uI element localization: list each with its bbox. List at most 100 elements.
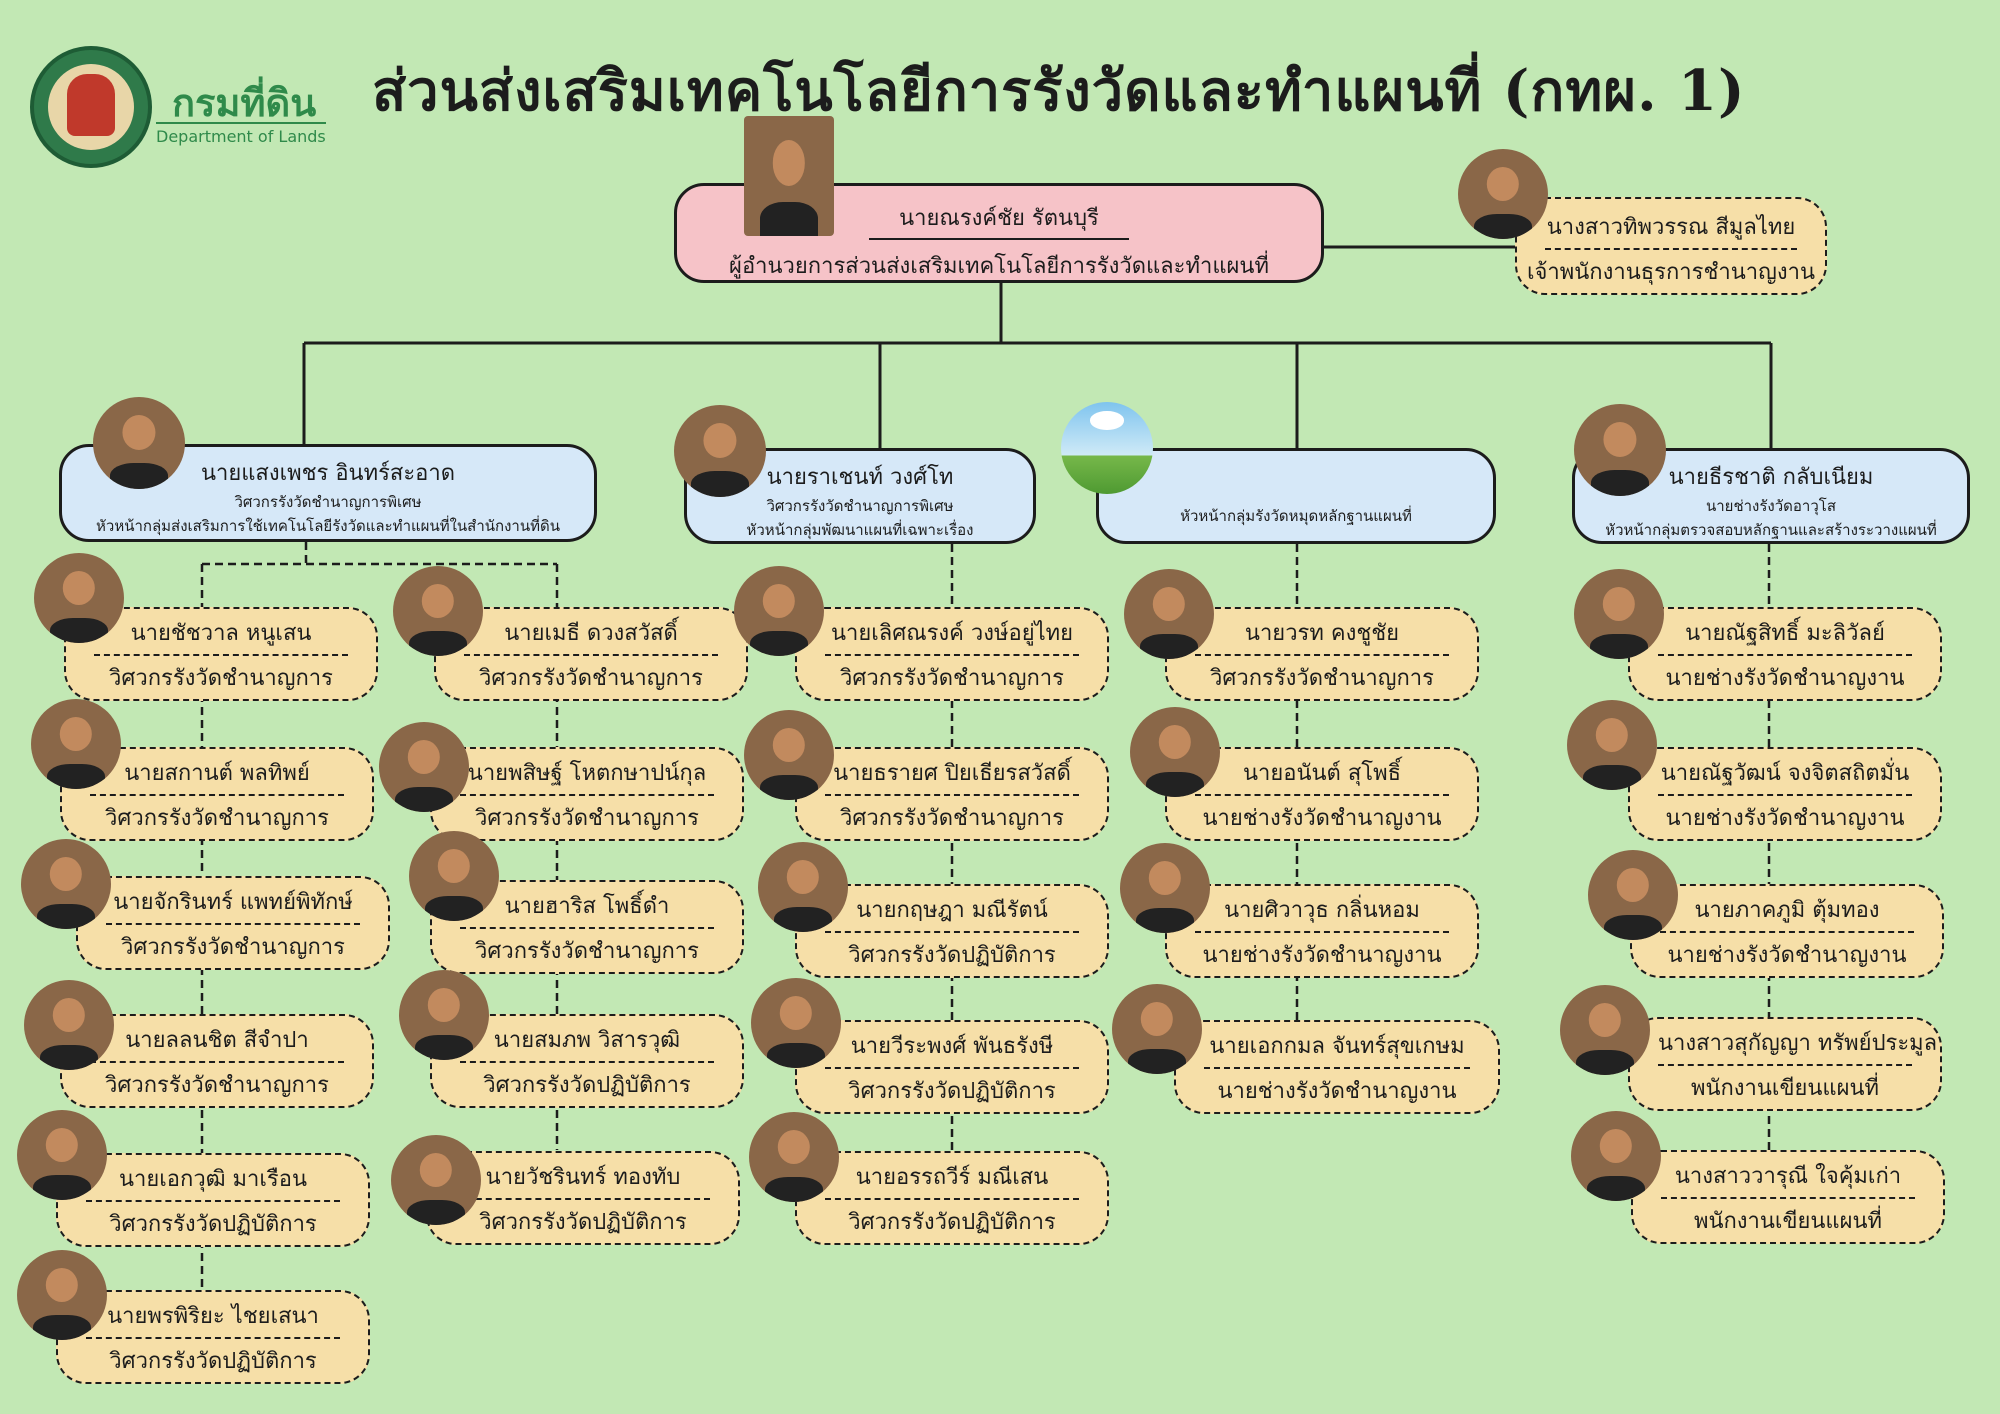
staff-name: นายเมธี ดวงสวัสดิ์ bbox=[464, 615, 718, 656]
group-head-photo bbox=[93, 397, 185, 489]
staff-name: นายธรายศ ปิยเธียรสวัสดิ์ bbox=[825, 755, 1079, 796]
staff-position: วิศวกรรังวัดปฏิบัติการ bbox=[109, 1349, 317, 1374]
staff-position: วิศวกรรังวัดปฏิบัติการ bbox=[848, 943, 1056, 968]
staff-name: นายภาคภูมิ ตุ้มทอง bbox=[1660, 892, 1914, 933]
staff-box: นายพรพิริยะ ไชยเสนา วิศวกรรังวัดปฏิบัติก… bbox=[56, 1290, 370, 1384]
secretary-photo bbox=[1458, 149, 1548, 239]
staff-photo bbox=[409, 831, 499, 921]
staff-box: นายจักรินทร์ แพทย์พิทักษ์ วิศวกรรังวัดชำ… bbox=[76, 876, 390, 970]
staff-name: นายเอกวุฒิ มาเรือน bbox=[86, 1161, 340, 1202]
staff-box: นายเลิศณรงค์ วงษ์อยู่ไทย วิศวกรรังวัดชำน… bbox=[795, 607, 1109, 701]
staff-photo bbox=[1560, 985, 1650, 1075]
staff-name: นายสกานต์ พลทิพย์ bbox=[90, 755, 344, 796]
group-head-role: หัวหน้ากลุ่มรังวัดหมุดหลักฐานแผนที่ bbox=[1180, 507, 1412, 525]
staff-name: นายวีระพงศ์ พันธรังษี bbox=[825, 1028, 1079, 1069]
staff-name: นายสมภพ วิสารวุฒิ bbox=[460, 1022, 714, 1063]
group-head-box-3: หัวหน้ากลุ่มรังวัดหมุดหลักฐานแผนที่ bbox=[1096, 448, 1496, 544]
secretary-name: นางสาวทิพวรรณ สีมูลไทย bbox=[1545, 209, 1797, 250]
staff-box: นายณัฐวัฒน์ จงจิตสถิตมั่น นายช่างรังวัดช… bbox=[1628, 747, 1942, 841]
group-head-role: หัวหน้ากลุ่มพัฒนาแผนที่เฉพาะเรื่อง bbox=[746, 521, 974, 539]
staff-box: นายพสิษฐ์ โหตกษาปน์กุล วิศวกรรังวัดชำนาญ… bbox=[430, 747, 744, 841]
staff-position: นายช่างรังวัดชำนาญงาน bbox=[1217, 1079, 1457, 1104]
staff-photo bbox=[34, 553, 124, 643]
group-head-photo bbox=[674, 405, 766, 497]
staff-position: วิศวกรรังวัดชำนาญการ bbox=[475, 806, 699, 831]
staff-box: นายเมธี ดวงสวัสดิ์ วิศวกรรังวัดชำนาญการ bbox=[434, 607, 748, 701]
department-logo bbox=[30, 46, 152, 168]
staff-name: นางสาววารุณี ใจคุ้มเก่า bbox=[1661, 1158, 1915, 1199]
staff-box: นายอรรถวีร์ มณีเสน วิศวกรรังวัดปฏิบัติกา… bbox=[795, 1151, 1109, 1245]
department-name-english: Department of Lands bbox=[156, 122, 326, 146]
staff-position: นายช่างรังวัดชำนาญงาน bbox=[1667, 943, 1907, 968]
staff-photo bbox=[399, 970, 489, 1060]
group-head-photo bbox=[1574, 404, 1666, 496]
group-head-position: วิศวกรรังวัดชำนาญการพิเศษ bbox=[234, 493, 422, 511]
staff-photo bbox=[1130, 707, 1220, 797]
group-head-name: นายธีรชาติ กลับเนียม bbox=[1668, 465, 1874, 490]
group-head-name: นายแสงเพชร อินทร์สะอาด bbox=[200, 461, 456, 486]
staff-name: นายกฤษฎา มณีรัตน์ bbox=[825, 892, 1079, 933]
staff-name: นายเลิศณรงค์ วงษ์อยู่ไทย bbox=[825, 615, 1079, 656]
staff-position: นายช่างรังวัดชำนาญงาน bbox=[1202, 806, 1442, 831]
staff-box: นายณัฐสิทธิ์ มะลิวัลย์ นายช่างรังวัดชำนา… bbox=[1628, 607, 1942, 701]
staff-position: วิศวกรรังวัดปฏิบัติการ bbox=[848, 1079, 1056, 1104]
staff-position: วิศวกรรังวัดชำนาญการ bbox=[105, 1073, 329, 1098]
staff-photo bbox=[1112, 984, 1202, 1074]
staff-name: นายฮาริส โพธิ์ดำ bbox=[460, 888, 714, 929]
staff-position: วิศวกรรังวัดชำนาญการ bbox=[479, 666, 703, 691]
staff-photo bbox=[744, 710, 834, 800]
staff-name: นายณัฐวัฒน์ จงจิตสถิตมั่น bbox=[1658, 755, 1912, 796]
group-head-name bbox=[1099, 459, 1493, 486]
department-name-thai: กรมที่ดิน bbox=[172, 81, 317, 125]
staff-photo bbox=[758, 842, 848, 932]
staff-photo bbox=[393, 566, 483, 656]
group-head-name: นายราเชนท์ วงศ์โท bbox=[766, 465, 954, 490]
staff-photo bbox=[1571, 1111, 1661, 1201]
staff-position: วิศวกรรังวัดปฏิบัติการ bbox=[483, 1073, 691, 1098]
staff-photo bbox=[1588, 850, 1678, 940]
staff-box: นายภาคภูมิ ตุ้มทอง นายช่างรังวัดชำนาญงาน bbox=[1630, 884, 1944, 978]
staff-box: นายเอกวุฒิ มาเรือน วิศวกรรังวัดปฏิบัติกา… bbox=[56, 1153, 370, 1247]
staff-name: นายพสิษฐ์ โหตกษาปน์กุล bbox=[460, 755, 714, 796]
staff-position: วิศวกรรังวัดปฏิบัติการ bbox=[109, 1212, 317, 1237]
staff-box: นางสาวสุกัญญา ทรัพย์ประมูล พนักงานเขียนแ… bbox=[1628, 1017, 1942, 1111]
staff-box: นายวรท คงชูชัย วิศวกรรังวัดชำนาญการ bbox=[1165, 607, 1479, 701]
group-head-role: หัวหน้ากลุ่มส่งเสริมการใช้เทคโนโลยีรังวั… bbox=[96, 517, 560, 535]
staff-photo bbox=[1567, 700, 1657, 790]
staff-position: วิศวกรรังวัดชำนาญการ bbox=[109, 666, 333, 691]
staff-position: วิศวกรรังวัดชำนาญการ bbox=[840, 806, 1064, 831]
staff-photo bbox=[1120, 843, 1210, 933]
staff-position: วิศวกรรังวัดปฏิบัติการ bbox=[479, 1210, 687, 1235]
staff-position: วิศวกรรังวัดชำนาญการ bbox=[105, 806, 329, 831]
staff-position: วิศวกรรังวัดชำนาญการ bbox=[475, 939, 699, 964]
staff-box: นางสาววารุณี ใจคุ้มเก่า พนักงานเขียนแผนท… bbox=[1631, 1150, 1945, 1244]
logo-figure bbox=[67, 74, 115, 136]
staff-photo bbox=[31, 699, 121, 789]
director-name: นายณรงค์ชัย รัตนบุรี bbox=[869, 200, 1129, 240]
staff-name: นายวัชรินทร์ ทองทับ bbox=[456, 1159, 710, 1200]
staff-name: นายวรท คงชูชัย bbox=[1195, 615, 1449, 656]
staff-photo bbox=[21, 839, 111, 929]
director-position: ผู้อำนวยการส่วนส่งเสริมเทคโนโลยีการรังวั… bbox=[729, 254, 1269, 279]
staff-photo bbox=[391, 1135, 481, 1225]
staff-name: นายศิวาวุธ กลิ่นหอม bbox=[1195, 892, 1449, 933]
staff-position: พนักงานเขียนแผนที่ bbox=[1690, 1076, 1880, 1101]
staff-name: นายเอกกมล จันทร์สุขเกษม bbox=[1204, 1028, 1470, 1069]
staff-name: นายอนันต์ สุโพธิ์ bbox=[1195, 755, 1449, 796]
staff-box: นายสมภพ วิสารวุฒิ วิศวกรรังวัดปฏิบัติการ bbox=[430, 1014, 744, 1108]
staff-photo bbox=[1574, 569, 1664, 659]
secretary-box: นางสาวทิพวรรณ สีมูลไทย เจ้าพนักงานธุรการ… bbox=[1515, 197, 1827, 295]
staff-name: นายจักรินทร์ แพทย์พิทักษ์ bbox=[106, 884, 360, 925]
staff-photo bbox=[17, 1110, 107, 1200]
staff-box: นายศิวาวุธ กลิ่นหอม นายช่างรังวัดชำนาญงา… bbox=[1165, 884, 1479, 978]
group-head-position bbox=[1099, 486, 1493, 504]
staff-position: วิศวกรรังวัดชำนาญการ bbox=[1210, 666, 1434, 691]
group-head-position: นายช่างรังวัดอาวุโส bbox=[1705, 497, 1836, 515]
director-photo bbox=[744, 116, 834, 236]
staff-photo bbox=[734, 566, 824, 656]
placeholder-photo bbox=[1061, 402, 1153, 494]
staff-position: วิศวกรรังวัดชำนาญการ bbox=[840, 666, 1064, 691]
staff-photo bbox=[751, 978, 841, 1068]
staff-name: นายชัชวาล หนูเสน bbox=[94, 615, 348, 656]
group-head-box-4: นายธีรชาติ กลับเนียม นายช่างรังวัดอาวุโส… bbox=[1572, 448, 1970, 544]
